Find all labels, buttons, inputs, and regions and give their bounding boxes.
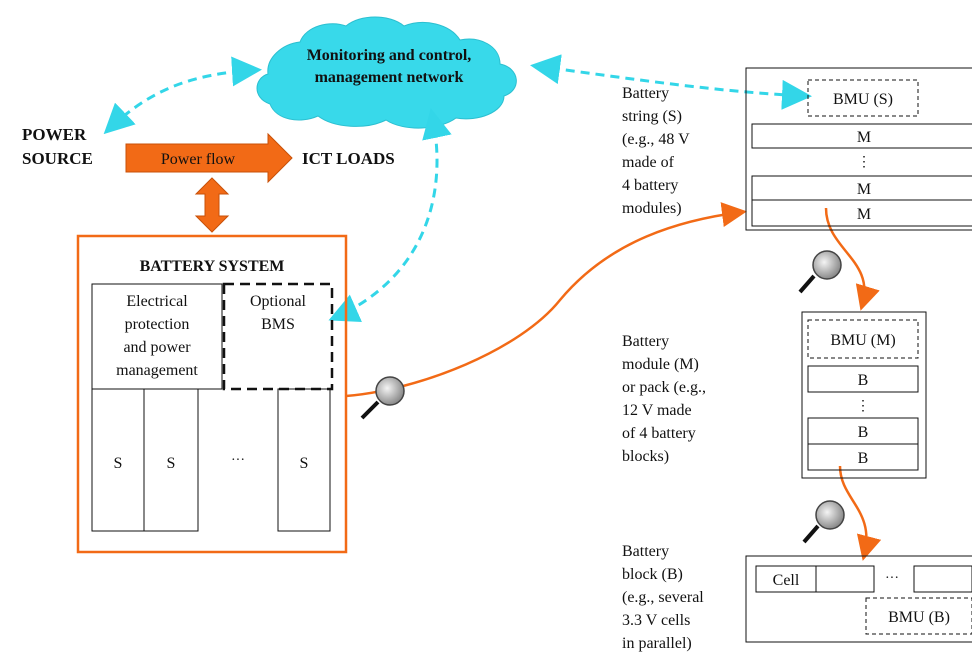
module-box — [801, 311, 927, 479]
svg-text:12 V made: 12 V made — [622, 402, 692, 419]
system-to-string-zoom-link — [345, 202, 747, 398]
module-row-3: B — [858, 424, 869, 441]
module-row-4: B — [858, 450, 869, 467]
block-description: Battery block (B) (e.g., several 3.3 V c… — [622, 543, 704, 652]
string-cell-4 — [277, 388, 331, 532]
string-description: Battery string (S) (e.g., 48 V made of 4… — [622, 85, 690, 217]
string-module-row — [751, 199, 972, 227]
svg-text:module (M): module (M) — [622, 356, 699, 373]
module-to-block-zoom-link — [838, 465, 882, 561]
magnifier-icon — [798, 250, 842, 294]
cloud-label-line1: Monitoring and control, — [307, 47, 472, 64]
block-box — [745, 555, 972, 643]
bms-line-1: Optional — [250, 293, 307, 310]
magnifier-icon — [802, 500, 845, 544]
svg-text:in parallel): in parallel) — [622, 635, 692, 652]
svg-text:Battery: Battery — [622, 333, 669, 350]
svg-text:blocks): blocks) — [622, 448, 669, 465]
battery-power-double-arrow — [194, 177, 230, 233]
cloud-to-bms-link — [328, 108, 452, 323]
magnifier-icon — [360, 376, 405, 420]
string-ellipsis: ··· — [231, 453, 245, 468]
bmu-s-box — [807, 79, 919, 117]
string-row-1: M — [857, 129, 871, 146]
battery-system-box — [76, 234, 348, 554]
svg-text:of 4 battery: of 4 battery — [622, 425, 696, 442]
string-row-4: M — [857, 206, 871, 223]
cell-ellipsis: ··· — [885, 571, 899, 586]
svg-text:block (B): block (B) — [622, 566, 683, 583]
power-source-line2: SOURCE — [22, 149, 93, 168]
svg-text:(e.g., several: (e.g., several — [622, 589, 704, 606]
bmu-b-box — [865, 597, 972, 635]
battery-system-title: BATTERY SYSTEM — [140, 258, 285, 275]
power-flow-arrow — [125, 132, 293, 184]
string-module-row — [751, 123, 972, 149]
power-flow-label: Power flow — [161, 151, 236, 168]
power-source-line1: POWER — [22, 125, 87, 144]
ict-loads-label: ICT LOADS — [302, 149, 395, 168]
monitoring-network-cloud — [256, 16, 517, 129]
protection-line-3: and power — [123, 339, 191, 356]
svg-text:modules): modules) — [622, 200, 682, 217]
bmu-s-label: BMU (S) — [833, 91, 893, 108]
module-block-row — [807, 443, 919, 471]
protection-box — [91, 283, 223, 390]
svg-text:or pack (e.g.,: or pack (e.g., — [622, 379, 706, 396]
module-row-1: B — [858, 372, 869, 389]
string-row-3: M — [857, 181, 871, 198]
string-cell-2 — [143, 388, 199, 532]
string-label-4: S — [300, 455, 309, 472]
cell-label: Cell — [773, 572, 800, 589]
string-label-2: S — [167, 455, 176, 472]
protection-line-4: management — [116, 362, 198, 379]
module-description: Battery module (M) or pack (e.g., 12 V m… — [622, 333, 706, 465]
svg-text:Battery: Battery — [622, 85, 669, 102]
string-row-ellipsis: ⋮ — [857, 155, 871, 170]
bmu-m-label: BMU (M) — [830, 332, 895, 349]
protection-line-1: Electrical — [126, 293, 188, 310]
bms-line-2: BMS — [261, 316, 295, 333]
svg-text:(e.g., 48 V: (e.g., 48 V — [622, 131, 690, 148]
cloud-to-power-source-link — [103, 56, 262, 135]
string-box — [745, 67, 972, 231]
cloud-label-line2: management network — [315, 69, 464, 86]
bmu-b-label: BMU (B) — [888, 609, 950, 626]
svg-text:string (S): string (S) — [622, 108, 682, 125]
cloud-to-bmu-s-link — [530, 54, 812, 110]
cell-box — [913, 565, 972, 593]
bmu-m-box — [807, 319, 919, 359]
cell-box — [815, 565, 875, 593]
svg-text:4 battery: 4 battery — [622, 177, 678, 194]
module-block-row — [807, 365, 919, 393]
svg-text:Battery: Battery — [622, 543, 669, 560]
svg-text:3.3 V cells: 3.3 V cells — [622, 612, 690, 629]
string-to-module-zoom-link — [824, 207, 880, 311]
optional-bms-box — [222, 282, 334, 391]
module-row-ellipsis: ⋮ — [856, 399, 870, 414]
svg-text:made of: made of — [622, 154, 675, 171]
protection-line-2: protection — [125, 316, 190, 333]
string-label-1: S — [114, 455, 123, 472]
